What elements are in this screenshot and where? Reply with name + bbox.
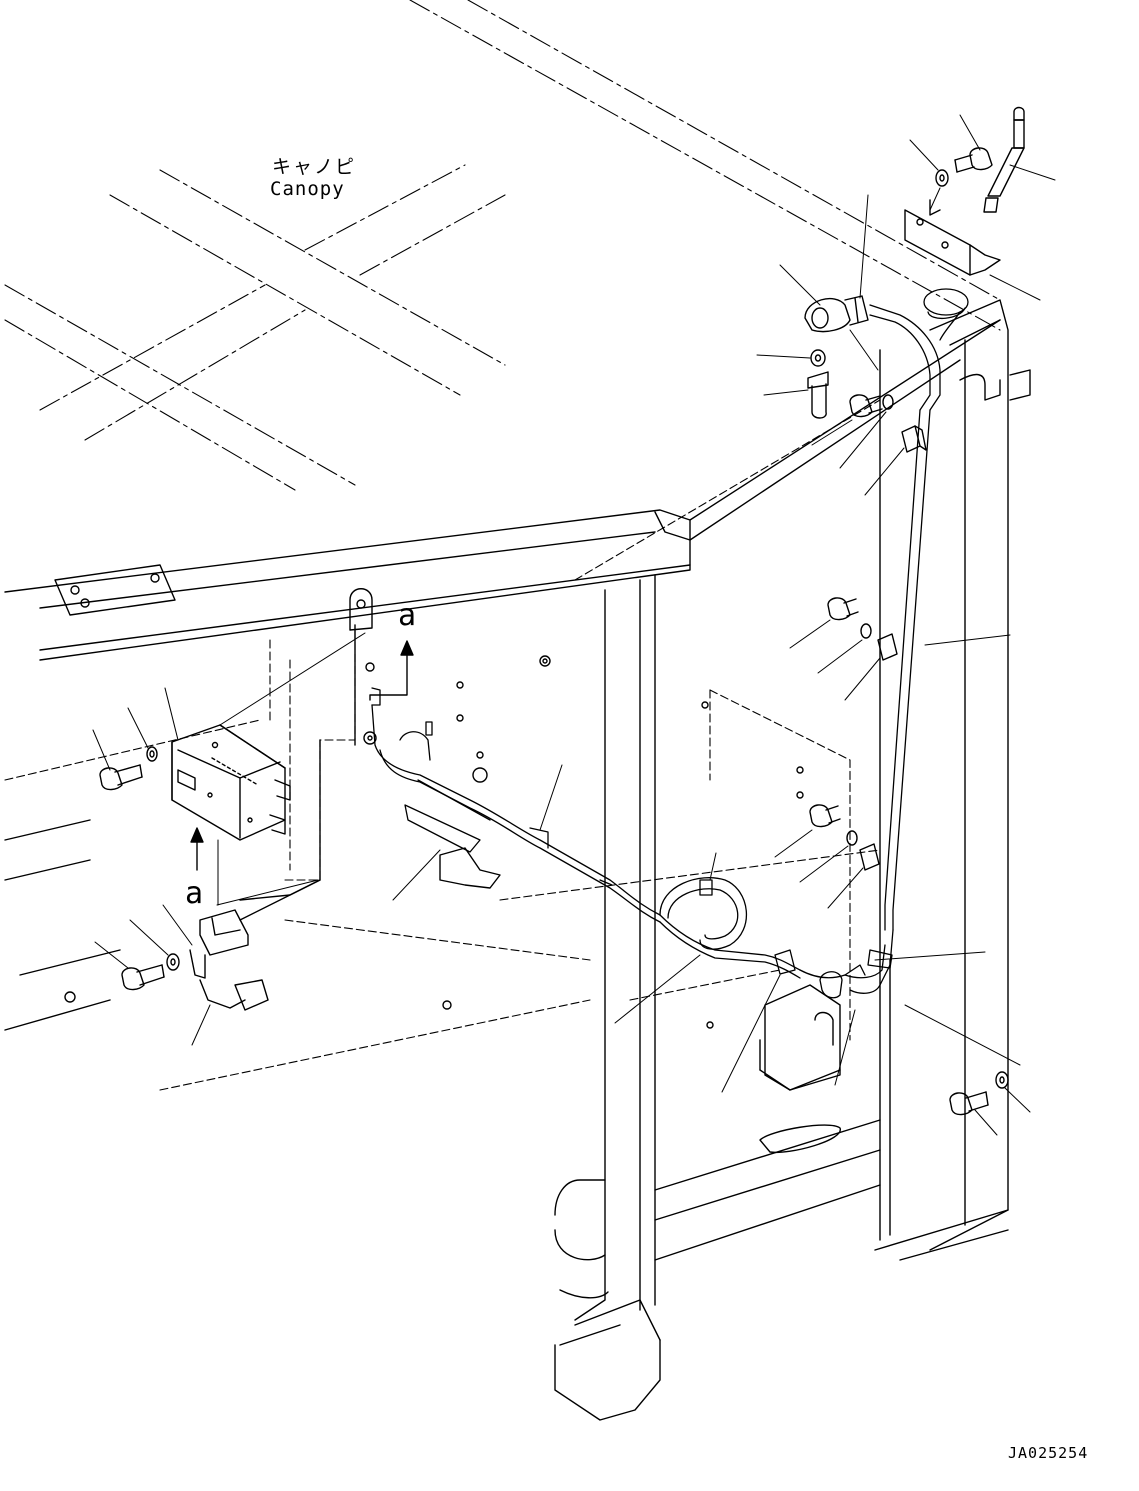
clip-right-1 <box>901 425 927 453</box>
washer-right-2 <box>882 394 894 410</box>
view-arrow-lower <box>190 827 204 871</box>
washer-right-3 <box>860 623 872 639</box>
bolt-left-upper <box>99 764 143 791</box>
canopy-roof-outline <box>4 0 1001 491</box>
clip-right-2 <box>877 633 898 661</box>
bolt-right-2 <box>849 394 883 418</box>
washer-left-lower <box>166 953 180 971</box>
washer-right-1 <box>810 349 826 367</box>
bolt-top <box>954 147 993 173</box>
controller-unit <box>171 724 291 841</box>
top-connector <box>804 295 869 333</box>
connector-left <box>189 739 321 1011</box>
view-marker-lower: a <box>185 876 204 911</box>
view-arrow-upper <box>369 640 414 701</box>
washer-left-upper <box>146 746 158 762</box>
washer-top <box>935 169 949 187</box>
clip-right-3 <box>859 843 880 871</box>
washer-bottom-right <box>995 1071 1009 1089</box>
bolt-right-1 <box>807 371 829 419</box>
bolt-bottom-right <box>949 1091 989 1116</box>
antenna-bracket <box>904 199 1001 276</box>
bolt-right-3 <box>827 597 859 621</box>
drawing-number: JA025254 <box>1008 1444 1089 1462</box>
bolt-right-4 <box>809 804 841 828</box>
bolt-left-lower <box>121 964 165 991</box>
washer-right-4 <box>846 830 858 846</box>
view-marker-upper: a <box>398 598 417 633</box>
antenna <box>983 106 1025 213</box>
cab-frame <box>4 299 1031 1421</box>
canopy-label-english: Canopy <box>270 178 345 200</box>
wiring-harness <box>371 288 969 999</box>
canopy-label-japanese: キャノピ <box>272 156 357 178</box>
leader-lines <box>92 114 1056 1136</box>
